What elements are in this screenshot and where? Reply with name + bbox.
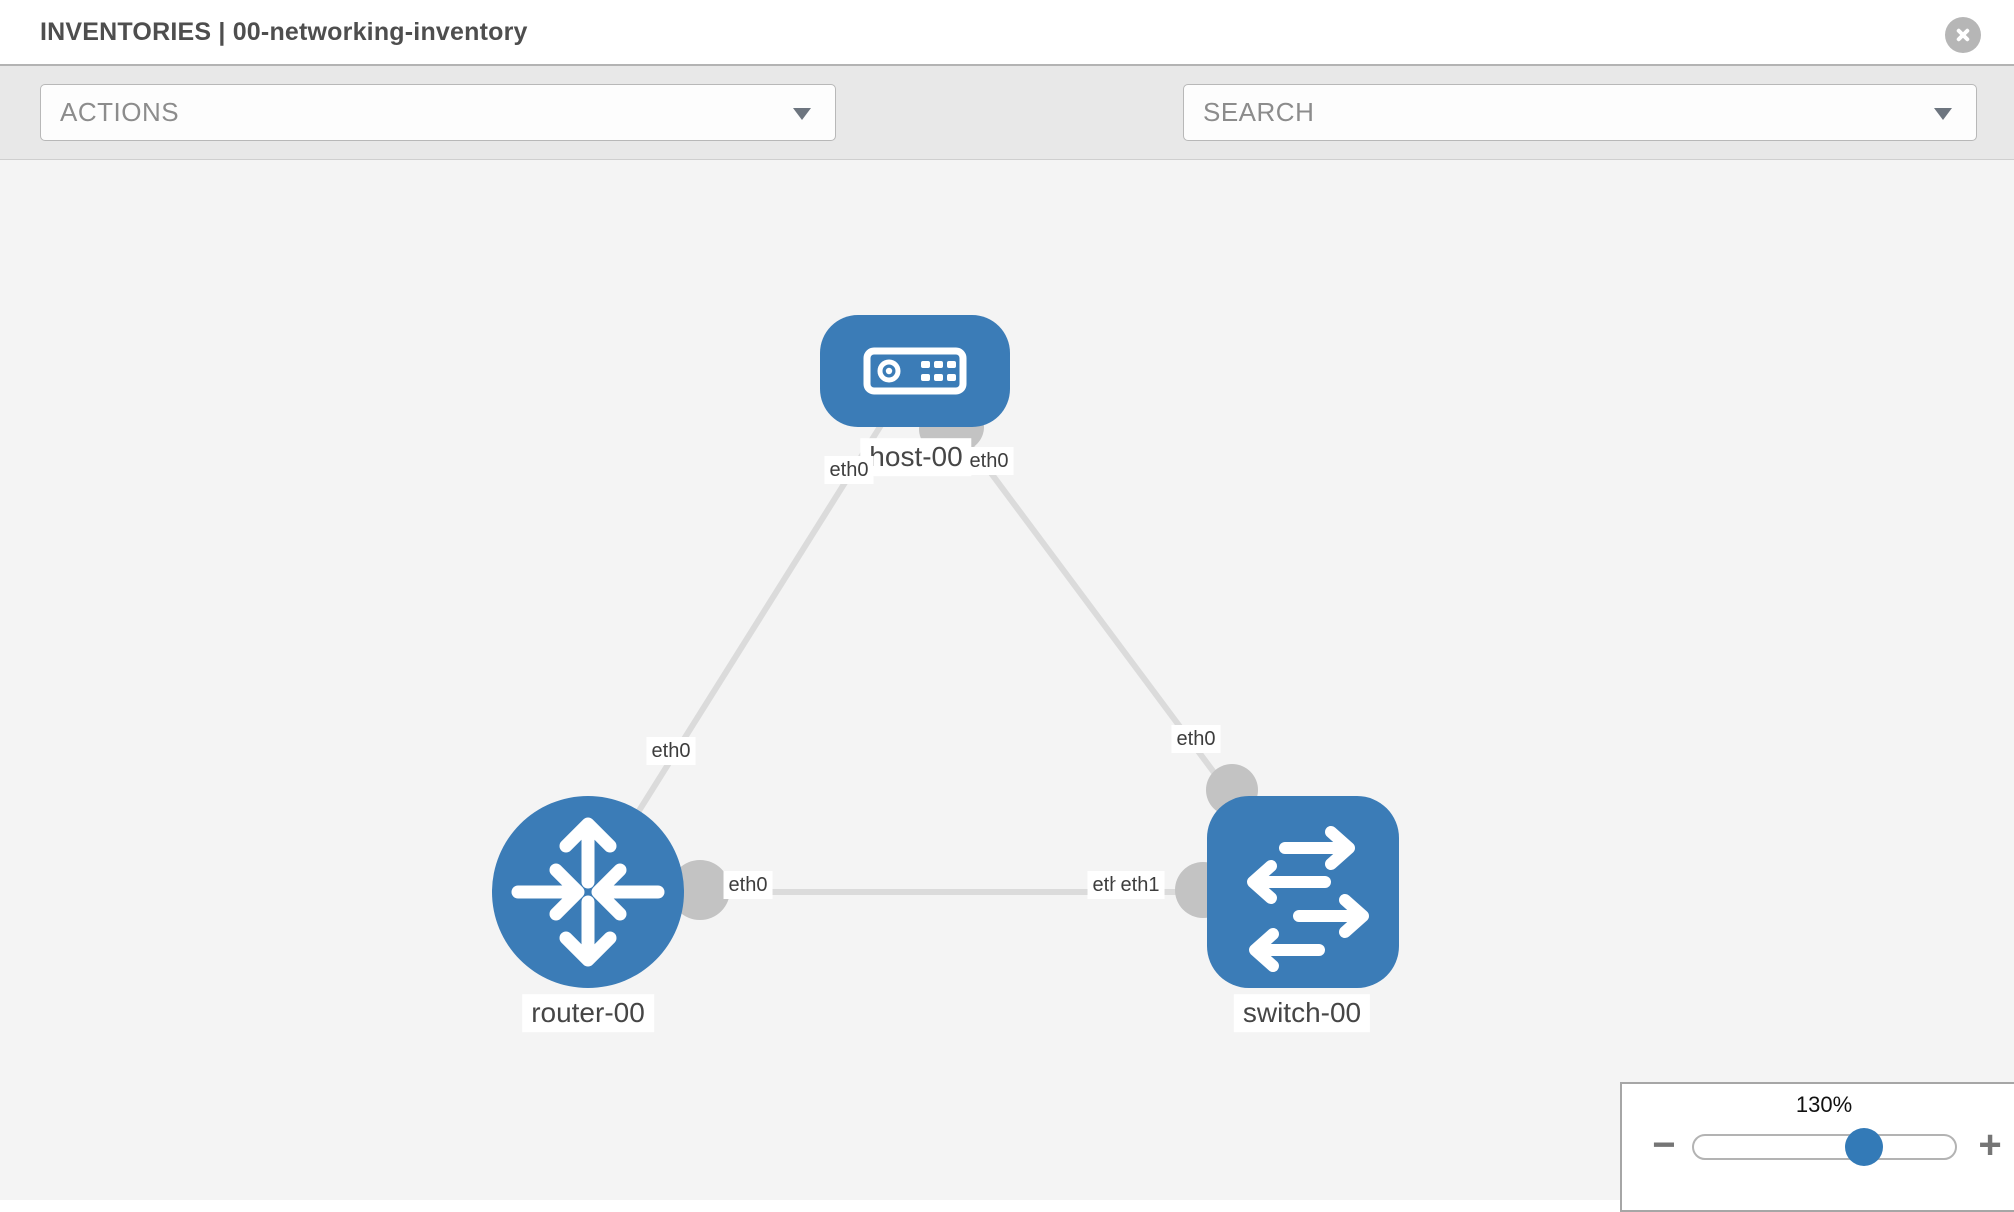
node-host-00[interactable]: [820, 315, 1010, 427]
chevron-down-icon: [1934, 107, 1952, 120]
search-select-label: SEARCH: [1203, 97, 1315, 127]
close-button[interactable]: [1945, 17, 1981, 53]
node-label-router-00: router-00: [522, 994, 654, 1032]
interface-dot: [670, 860, 730, 920]
zoom-slider-knob[interactable]: [1845, 1128, 1883, 1166]
zoom-level: 130%: [1795, 1092, 1853, 1117]
interface-label-eth0: eth0: [1171, 725, 1221, 753]
page-header: INVENTORIES | 00-networking-inventory: [0, 0, 2014, 64]
interface-label-eth1: eth1: [1115, 871, 1165, 899]
host-icon: [863, 347, 967, 395]
switch-icon: [1247, 826, 1369, 972]
interface-label-eth0: eth0: [723, 871, 773, 899]
node-label-host-00: host-00: [860, 438, 972, 476]
search-select[interactable]: SEARCH: [1183, 84, 1977, 141]
node-router-00[interactable]: [492, 796, 684, 988]
toolbar: ACTIONS SEARCH: [0, 64, 2014, 196]
chevron-down-icon: [793, 107, 811, 120]
actions-select[interactable]: ACTIONS: [40, 84, 836, 141]
interface-label-eth0: eth0: [964, 447, 1014, 475]
interface-label-eth0: eth0: [824, 456, 874, 484]
interface-label-eth0: eth0: [646, 737, 696, 765]
zoom-panel: 130% − +: [1620, 1082, 2014, 1212]
page-title: INVENTORIES | 00-networking-inventory: [40, 18, 528, 46]
node-switch-00[interactable]: [1207, 796, 1399, 988]
zoom-in-button[interactable]: +: [1978, 1123, 2002, 1167]
topology-canvas[interactable]: host-00 router-00 switch-00 eth0 eth0 eth0 eth…: [0, 160, 2014, 1200]
actions-select-label: ACTIONS: [60, 97, 180, 127]
close-icon: [1952, 24, 1974, 46]
zoom-out-button[interactable]: −: [1652, 1123, 1676, 1167]
router-icon: [511, 817, 665, 967]
node-label-switch-00: switch-00: [1233, 994, 1371, 1032]
zoom-slider-track[interactable]: [1692, 1134, 1957, 1160]
